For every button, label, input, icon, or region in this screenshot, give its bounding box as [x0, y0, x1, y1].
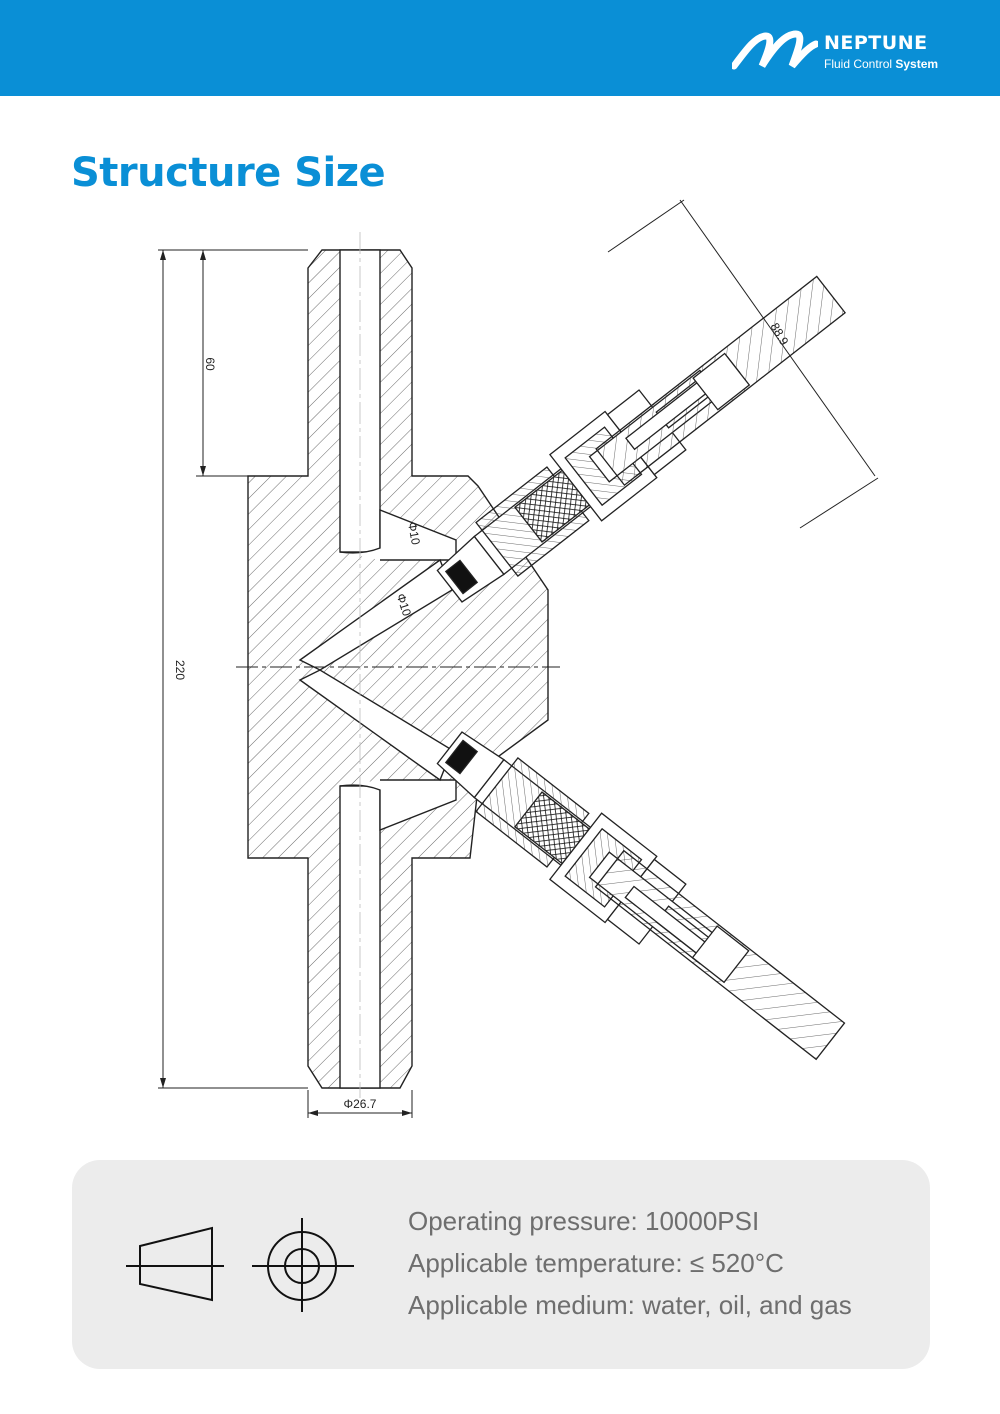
neptune-logo-icon	[732, 30, 818, 70]
spec-medium: Applicable medium: water, oil, and gas	[408, 1290, 852, 1320]
lower-handwheel	[594, 849, 846, 1061]
dim-upper-length: 60	[203, 357, 217, 371]
upper-handwheel	[595, 275, 847, 487]
header-bar: NEPTUNE Fluid Control System	[0, 0, 1000, 96]
dim-total-height: 220	[173, 660, 187, 680]
spec-list: Operating pressure: 10000PSI Applicable …	[408, 1200, 852, 1326]
spec-temperature: Applicable temperature: ≤ 520°C	[408, 1248, 784, 1278]
dim-bore-angled: Φ10	[394, 592, 414, 618]
brand-tagline-bold: System	[895, 57, 939, 71]
projection-circle-icon	[252, 1218, 354, 1312]
dim-pipe-diameter: Φ26.7	[344, 1097, 377, 1111]
page-title: Structure Size	[71, 150, 386, 196]
dimension-lines	[158, 199, 879, 1118]
brand-tagline: Fluid Control System	[824, 57, 938, 71]
brand-name: NEPTUNE	[824, 32, 928, 54]
brand-tagline-light: Fluid Control	[824, 57, 896, 71]
spec-panel: Operating pressure: 10000PSI Applicable …	[72, 1160, 930, 1369]
valve-body	[247, 249, 549, 1089]
projection-cone-icon	[126, 1226, 224, 1302]
structure-drawing: 220 60 Φ10 Φ10 88.9 Φ26.7	[158, 199, 879, 1118]
spec-pressure: Operating pressure: 10000PSI	[408, 1206, 760, 1236]
projection-symbols	[126, 1218, 354, 1312]
dim-bore-upper: Φ10	[405, 521, 423, 546]
dimension-arrows	[160, 250, 412, 1116]
brand-logo[interactable]: NEPTUNE Fluid Control System	[732, 26, 952, 76]
